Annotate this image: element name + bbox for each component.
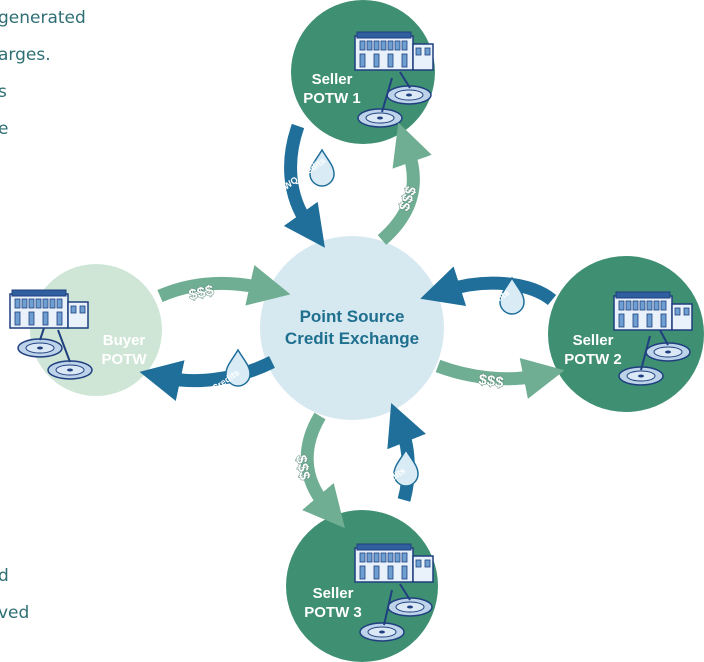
seller-2-label-line-1: Seller — [573, 332, 614, 349]
buyer-label-line-2: POTW — [102, 351, 148, 368]
side-text-line-1: generated — [0, 8, 86, 28]
buyer-clarifier-icon-2 — [47, 360, 93, 380]
money-arrow-hub-to-seller-1 — [377, 122, 432, 245]
credit-arrow-seller-2-to-hub — [420, 266, 557, 307]
seller-1-pipe — [381, 71, 411, 113]
seller-1-label-line-1: Seller — [312, 71, 353, 88]
side-text-line-5: d — [0, 566, 9, 586]
money-label-right: $$$ — [477, 371, 505, 391]
buyer-circle — [30, 264, 162, 396]
credit-arrow-seller-1-to-hub — [283, 123, 325, 248]
buyer-pipe — [39, 327, 71, 363]
seller-3-circle — [286, 510, 438, 662]
side-text-line-4: e — [0, 119, 9, 139]
side-text-line-2: arges. — [0, 45, 51, 65]
seller-3-pipe — [383, 583, 411, 626]
buyer-clarifier-icon — [17, 338, 63, 358]
buyer-label-line-1: Buyer — [103, 332, 146, 349]
money-arrow-hub-to-seller-3 — [300, 412, 345, 529]
money-arrow-hub-to-seller-2 — [435, 358, 565, 399]
hub-label-line-2: Credit Exchange — [285, 329, 419, 348]
seller-2-pipe — [640, 329, 669, 371]
money-arrow-buyer-to-hub — [157, 264, 291, 306]
seller-3-label-line-2: POTW 3 — [304, 604, 362, 621]
seller-2-clarifier-icon — [645, 342, 691, 362]
seller-3-clarifier-icon-2 — [359, 622, 405, 642]
credit-arrow-hub-to-buyer — [139, 356, 275, 401]
seller-2-label-line-2: POTW 2 — [564, 351, 622, 368]
seller-3-clarifier-icon — [387, 597, 433, 617]
money-label-left: $$$ — [187, 282, 216, 304]
hub-label-line-1: Point Source — [300, 307, 405, 326]
seller-2-circle — [548, 256, 704, 412]
seller-1-label-line-2: POTW 1 — [303, 90, 361, 107]
money-label-bottom: $$$ — [292, 454, 313, 482]
seller-3-label-line-1: Seller — [313, 585, 354, 602]
side-text-line-3: s — [0, 82, 7, 102]
seller-1-clarifier-icon — [386, 85, 432, 105]
side-text-line-6: ved — [0, 603, 30, 623]
seller-1-clarifier-icon-2 — [357, 108, 403, 128]
hub-circle — [260, 236, 444, 420]
